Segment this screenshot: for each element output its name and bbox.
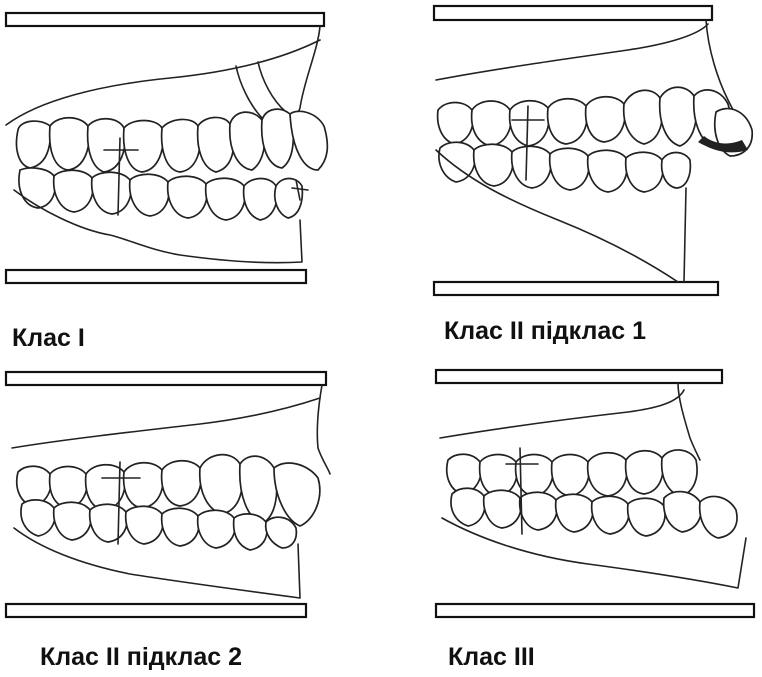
lower-articulator-plate bbox=[6, 270, 306, 283]
lower-gum-line bbox=[442, 518, 746, 588]
upper-articulator-plate bbox=[436, 370, 722, 383]
upper-gum-line bbox=[440, 390, 684, 438]
occlusion-diagram-class-2-sub-2 bbox=[0, 368, 340, 630]
lower-teeth-row bbox=[451, 488, 737, 538]
upper-model-front-edge bbox=[296, 26, 320, 118]
upper-teeth-row bbox=[17, 109, 328, 172]
upper-gum-line bbox=[12, 398, 320, 448]
upper-teeth-row bbox=[447, 450, 697, 496]
caption-class-2-sub-1: Клас II підклас 1 bbox=[444, 317, 646, 346]
lower-teeth-row bbox=[19, 168, 302, 220]
occlusion-diagram-class-2-sub-1 bbox=[428, 0, 762, 305]
occlusion-diagram-class-3 bbox=[428, 368, 762, 630]
caption-class-1: Клас I bbox=[12, 324, 85, 353]
class-2-sub-2-dental-drawing bbox=[0, 368, 340, 630]
lower-articulator-plate bbox=[434, 282, 718, 295]
lower-teeth-row bbox=[439, 142, 690, 192]
upper-articulator-plate bbox=[434, 6, 712, 20]
class-1-dental-drawing bbox=[0, 0, 340, 305]
upper-articulator-plate bbox=[6, 13, 324, 26]
lower-articulator-plate bbox=[6, 604, 306, 617]
upper-gum-line bbox=[436, 24, 708, 80]
caption-class-3: Клас III bbox=[448, 643, 535, 672]
occlusion-diagram-class-1 bbox=[0, 0, 340, 305]
caption-class-2-sub-2: Клас II підклас 2 bbox=[40, 643, 242, 672]
upper-articulator-plate bbox=[6, 372, 326, 385]
class-2-sub-1-dental-drawing bbox=[428, 0, 762, 305]
lower-articulator-plate bbox=[436, 604, 754, 617]
class-3-dental-drawing bbox=[428, 368, 762, 630]
